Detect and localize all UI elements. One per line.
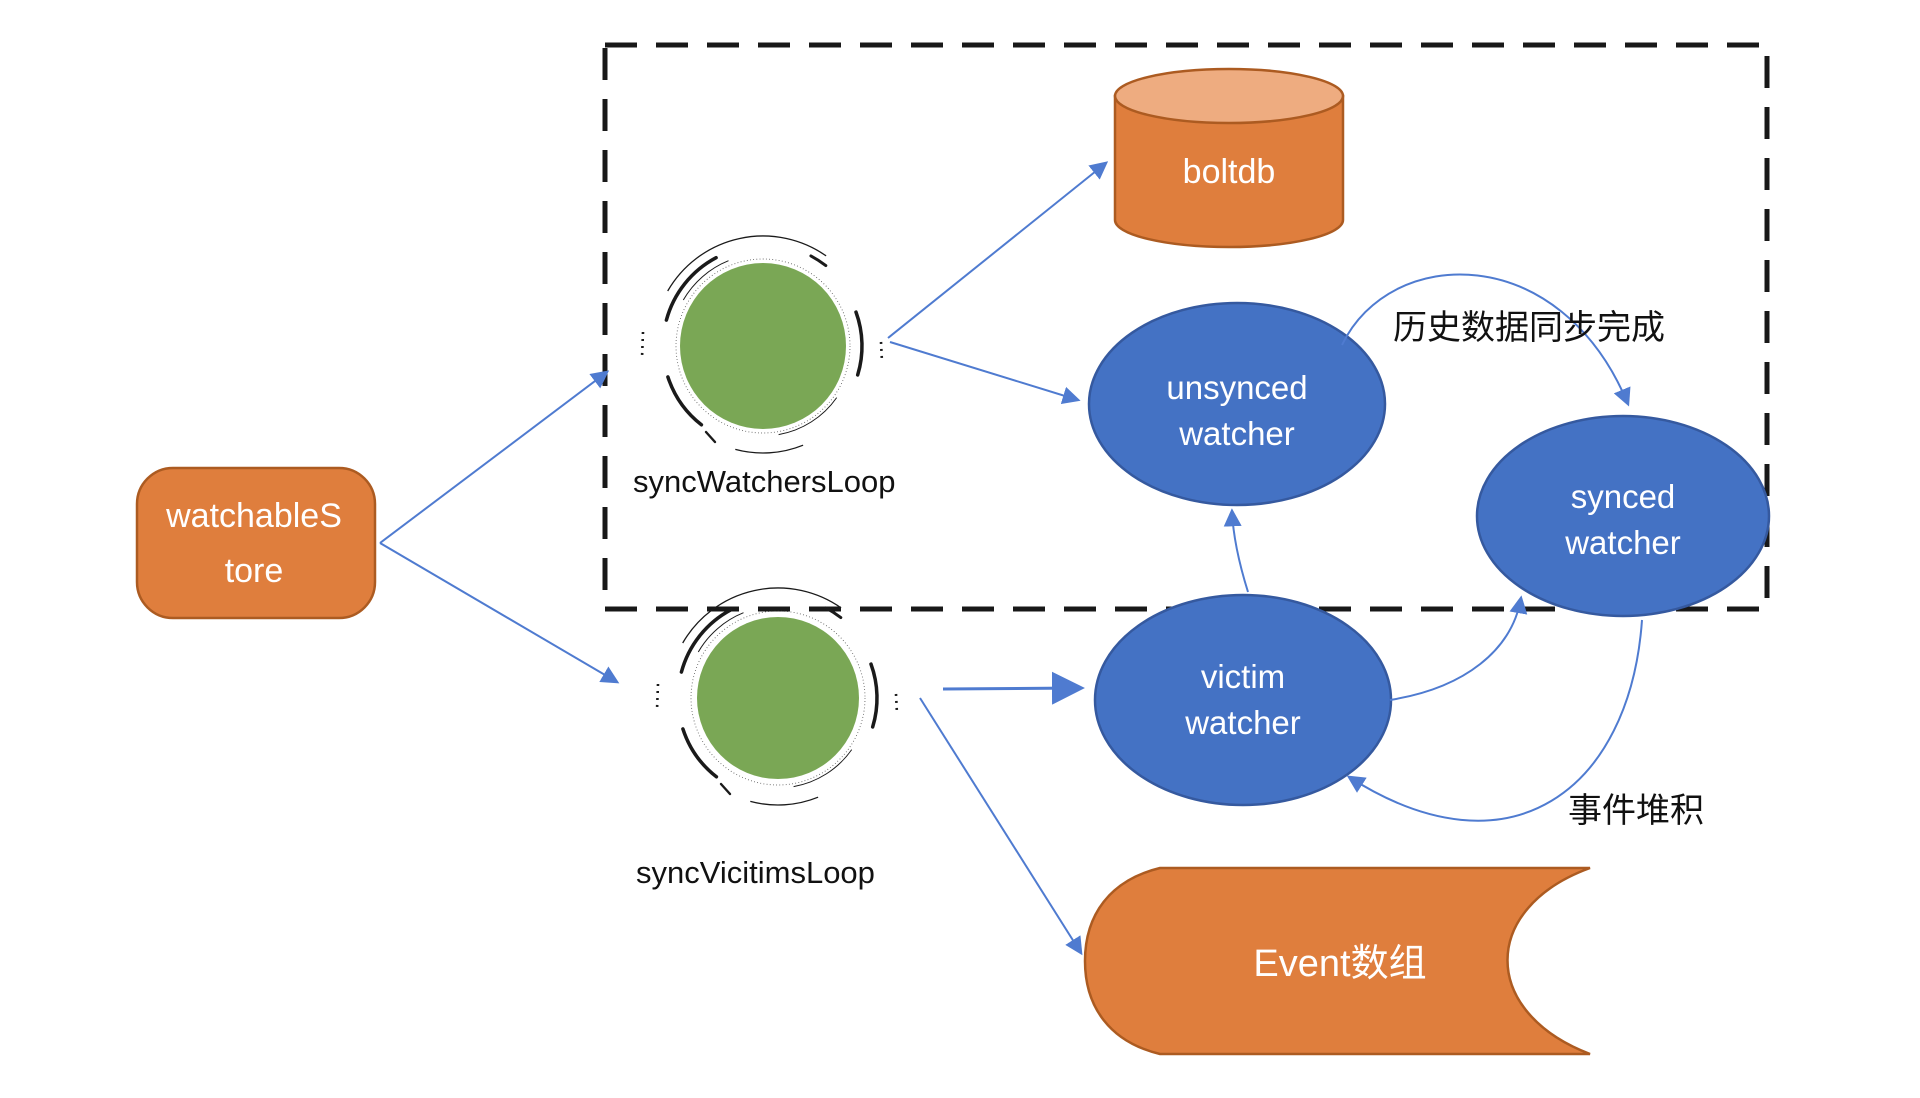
victim-watcher-label-line1: victim xyxy=(1201,658,1285,695)
edge-watchablestore-to-syncwatchersloop xyxy=(379,370,610,544)
history-sync-done-edge-label: 历史数据同步完成 xyxy=(1393,309,1665,347)
edge-syncvicitimsloop-to-event-array xyxy=(919,697,1083,956)
node-sync-vicitims-loop xyxy=(655,586,899,807)
sync-watchers-loop-label: syncWatchersLoop xyxy=(633,464,895,499)
node-event-array xyxy=(1083,866,1591,1056)
edge-watchablestore-to-syncvicitimsloop xyxy=(379,542,620,684)
edges xyxy=(379,161,1643,956)
watchable-store-label-line2: tore xyxy=(225,552,284,590)
watchable-store-label-line1: watchableS xyxy=(165,497,342,535)
node-synced-watcher xyxy=(1475,414,1771,618)
sync-vicitims-loop-label: syncVicitimsLoop xyxy=(636,855,875,890)
edge-syncwatchersloop-to-unsynced-watcher xyxy=(889,341,1081,405)
synced-watcher-label-line2: watcher xyxy=(1564,524,1681,561)
victim-watcher-label-line2: watcher xyxy=(1184,704,1301,741)
edge-unsynced-to-synced-watcher xyxy=(1341,273,1631,407)
event-accumulation-edge-label: 事件堆积 xyxy=(1568,792,1704,830)
synced-watcher-label-line1: synced xyxy=(1571,478,1676,515)
green-circle xyxy=(697,617,859,779)
edge-syncvicitimsloop-to-victim-watcher xyxy=(942,671,1085,705)
node-boltdb-cylinder-top xyxy=(1113,67,1345,125)
edge-victim-to-synced-watcher xyxy=(1389,595,1528,701)
node-boltdb-cylinder-body xyxy=(1113,94,1345,249)
edge-syncwatchersloop-to-boltdb xyxy=(887,161,1109,339)
event-array-label: Event数组 xyxy=(1253,943,1426,985)
edge-synced-to-victim-watcher xyxy=(1346,619,1643,822)
boltdb-label: boltdb xyxy=(1183,153,1276,191)
unsynced-watcher-label-line2: watcher xyxy=(1178,415,1295,452)
green-circle xyxy=(680,263,846,429)
node-victim-watcher xyxy=(1093,593,1393,807)
edge-victim-to-unsynced-watcher xyxy=(1223,508,1249,593)
unsynced-watcher-label-line1: unsynced xyxy=(1166,369,1307,406)
node-unsynced-watcher xyxy=(1087,301,1387,507)
node-watchable-store xyxy=(135,466,377,620)
node-sync-watchers-loop xyxy=(640,234,884,455)
